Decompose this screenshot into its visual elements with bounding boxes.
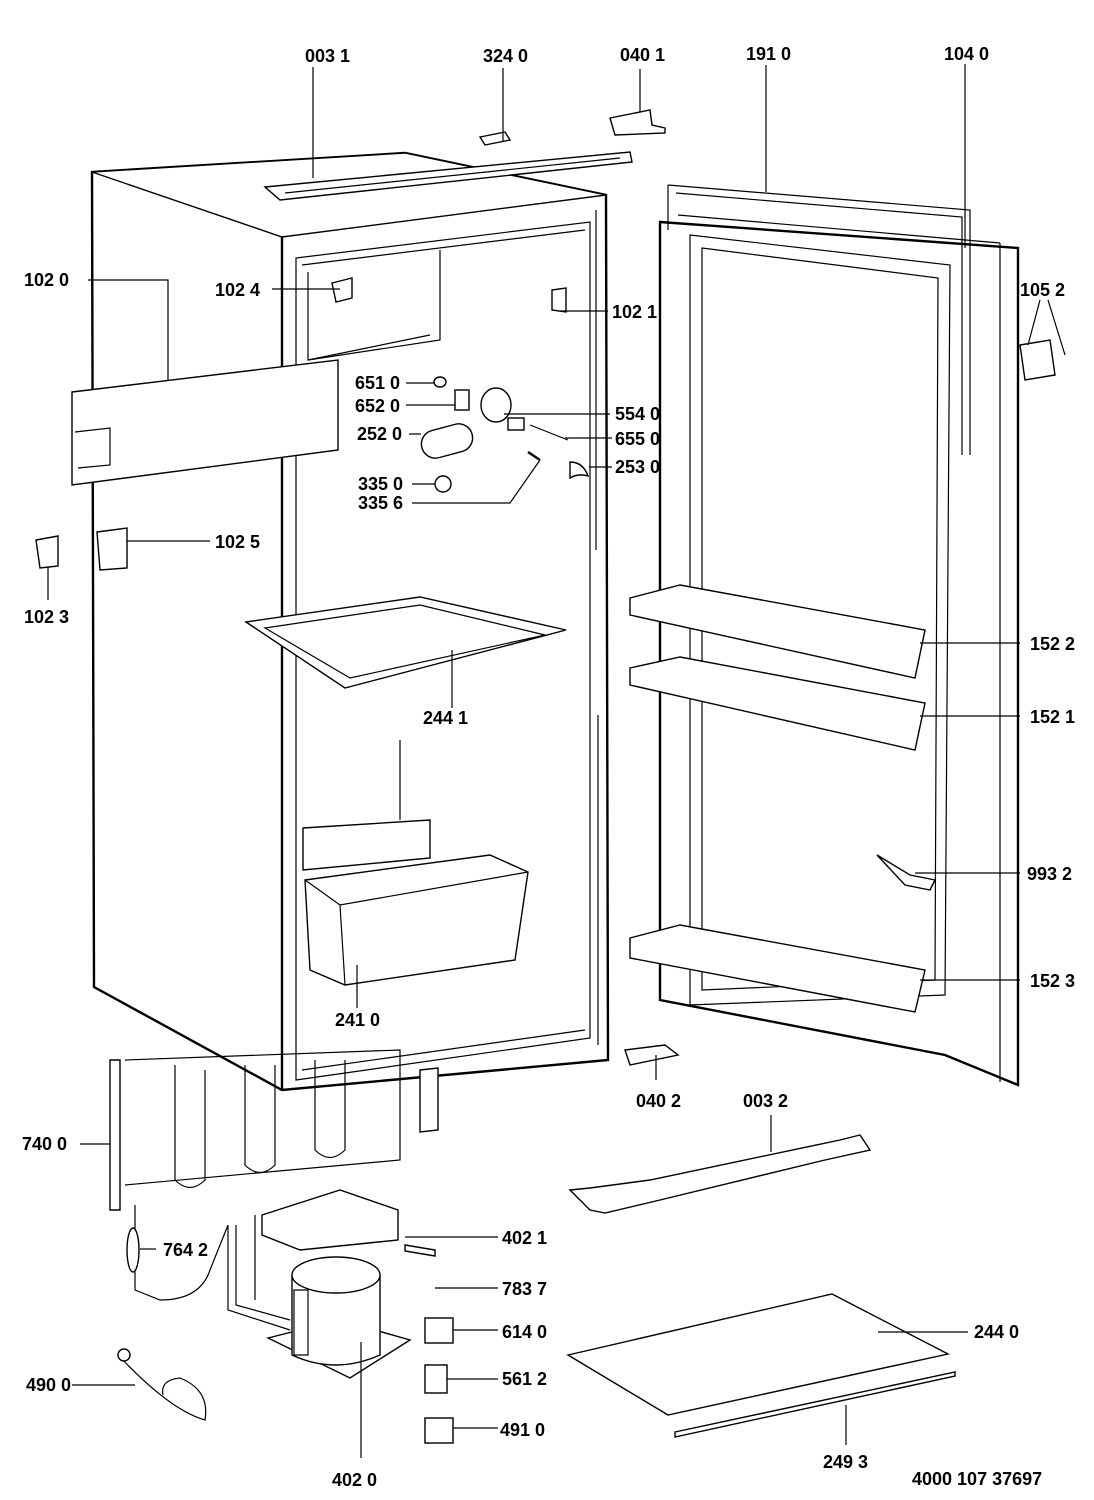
part-label-003-2: 003 2 xyxy=(743,1091,789,1111)
part-label-102-4: 102 4 xyxy=(215,280,261,300)
part-label-652-0: 652 0 xyxy=(355,396,401,416)
part-label-561-2: 561 2 xyxy=(502,1369,548,1389)
part-label-105-2: 105 2 xyxy=(1020,280,1066,300)
part-label-244-1: 244 1 xyxy=(423,708,469,728)
part-label-191-0: 191 0 xyxy=(746,44,792,64)
compressor-drawing xyxy=(117,1189,454,1444)
part-label-249-3: 249 3 xyxy=(823,1452,869,1472)
part-label-335-6: 335 6 xyxy=(358,493,404,513)
part-label-335-0: 335 0 xyxy=(358,474,404,494)
top-rail-drawing xyxy=(263,151,633,201)
part-label-104-0: 104 0 xyxy=(944,44,990,64)
part-label-040-2: 040 2 xyxy=(636,1091,682,1111)
glass-shelf-drawing xyxy=(244,596,567,689)
part-label-244-0: 244 0 xyxy=(974,1322,1020,1342)
part-label-152-2: 152 2 xyxy=(1030,634,1076,654)
part-label-102-0: 102 0 xyxy=(24,270,70,290)
part-label-003-1: 003 1 xyxy=(305,46,351,66)
part-label-740-0: 740 0 xyxy=(22,1134,68,1154)
part-label-491-0: 491 0 xyxy=(500,1420,546,1440)
part-label-783-7: 783 7 xyxy=(502,1279,548,1299)
control-parts-drawing xyxy=(35,277,937,1066)
door-shelves-drawing xyxy=(629,584,926,1013)
condenser-drawing xyxy=(109,1049,439,1211)
part-label-252-0: 252 0 xyxy=(357,424,403,444)
gasket-drawing xyxy=(667,184,971,455)
part-label-655-0: 655 0 xyxy=(615,429,661,449)
part-label-554-0: 554 0 xyxy=(615,404,661,424)
upper-bracket-drawing xyxy=(609,109,666,136)
part-label-102-5: 102 5 xyxy=(215,532,261,552)
hinge-drawing xyxy=(1019,339,1056,381)
part-label-402-0: 402 0 xyxy=(332,1470,378,1490)
freezer-flap-drawing xyxy=(71,359,339,486)
part-label-102-3: 102 3 xyxy=(24,607,70,627)
part-label-764-2: 764 2 xyxy=(163,1240,209,1260)
part-label-993-2: 993 2 xyxy=(1027,864,1073,884)
part-label-152-3: 152 3 xyxy=(1030,971,1076,991)
part-label-102-1: 102 1 xyxy=(612,302,658,322)
part-label-614-0: 614 0 xyxy=(502,1322,548,1342)
document-number: 4000 107 37697 xyxy=(912,1469,1043,1489)
part-label-402-1: 402 1 xyxy=(502,1228,548,1248)
leader-lines xyxy=(47,64,1066,1458)
part-label-152-1: 152 1 xyxy=(1030,707,1076,727)
bottom-parts-drawing xyxy=(566,1134,956,1438)
part-label-490-0: 490 0 xyxy=(26,1375,72,1395)
part-label-651-0: 651 0 xyxy=(355,373,401,393)
part-label-241-0: 241 0 xyxy=(335,1010,381,1030)
flap-handle xyxy=(74,427,111,469)
clip-drawing xyxy=(478,131,512,146)
part-label-040-1: 040 1 xyxy=(620,45,666,65)
part-label-253-0: 253 0 xyxy=(615,457,661,477)
part-label-324-0: 324 0 xyxy=(483,46,529,66)
crisper-drawing xyxy=(302,819,529,986)
